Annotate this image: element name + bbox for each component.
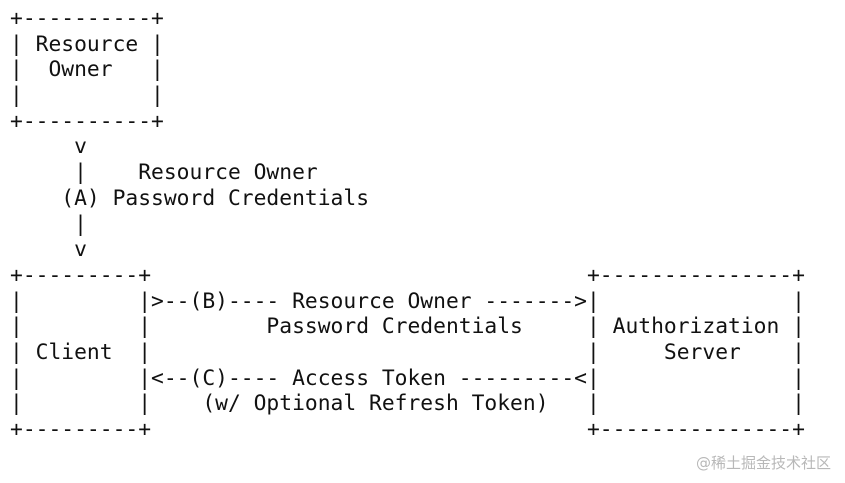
diagram-line: +----------+ [10, 6, 164, 31]
oauth-password-flow-diagram: +----------+| Resource || Owner || |+---… [10, 6, 805, 443]
diagram-line: | | (w/ Optional Refresh Token) | | [10, 391, 805, 417]
diagram-line: | Resource Owner [10, 160, 318, 186]
diagram-line: v [10, 134, 87, 160]
diagram-line: v [10, 237, 87, 263]
diagram-line: | Resource | [10, 31, 164, 57]
diagram-line: | |<--(C)---- Access Token ---------<| | [10, 365, 805, 391]
diagram-line: | [10, 211, 87, 237]
diagram-line: +---------+ +---------------+ [10, 417, 805, 442]
diagram-line: (A) Password Credentials [10, 185, 370, 211]
diagram-line: | Owner | [10, 57, 164, 83]
diagram-line: +---------+ +---------------+ [10, 262, 805, 288]
diagram-line: | | Password Credentials | Authorization… [10, 314, 805, 340]
diagram-line: | Client | | Server | [10, 339, 805, 365]
diagram-line: | | [10, 83, 164, 109]
watermark-text: @稀土掘金技术社区 [695, 454, 831, 472]
diagram-line: +----------+ [10, 108, 164, 134]
diagram-line: | |>--(B)---- Resource Owner ------->| | [10, 288, 805, 314]
